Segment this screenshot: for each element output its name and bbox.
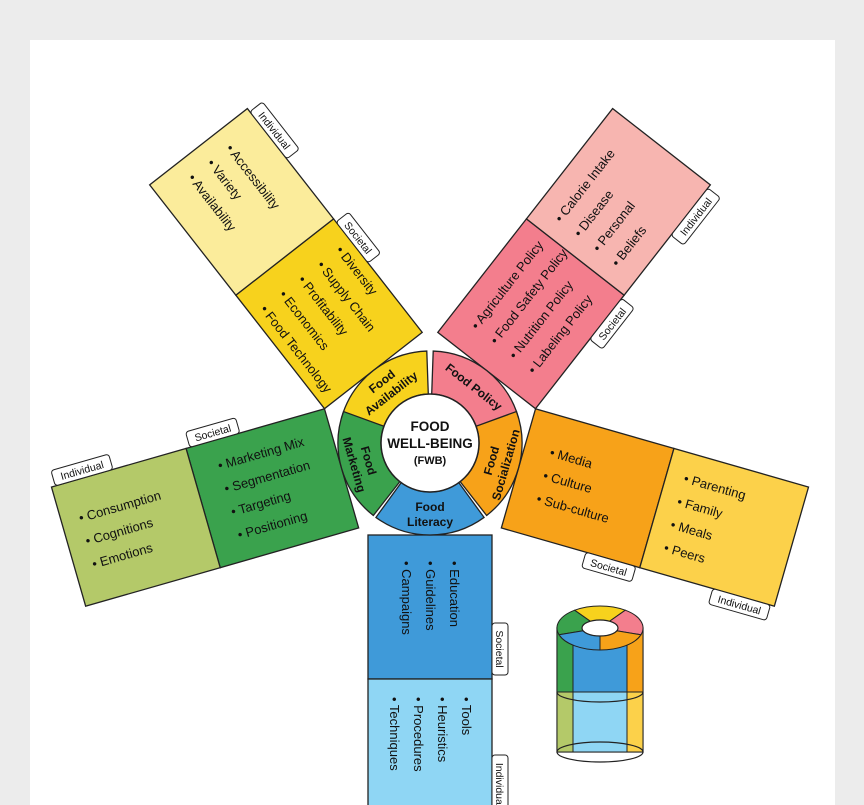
literacy-individual-tag: Individual: [491, 754, 509, 805]
petal-marketing: • Marketing Mix• Segmentation• Targeting…: [50, 407, 360, 608]
literacy-individual-item: • Tools: [459, 697, 474, 736]
petals-layer: • Diversity• Supply Chain• Profitability…: [50, 102, 810, 805]
petal-literacy: • Education • Guidelines • CampaignsSociet…: [367, 534, 509, 805]
policy-individual-panel: [525, 107, 712, 297]
literacy-societal-item: • Guidelines: [423, 561, 438, 631]
literacy-individual-tag-label: Individual: [493, 763, 505, 805]
marketing-individual-tag: Individual: [51, 454, 113, 486]
food-well-being-diagram: • Diversity• Supply Chain• Profitability…: [50, 102, 810, 805]
literacy-societal-tag: Societal: [491, 622, 509, 676]
diagram-canvas: • Diversity• Supply Chain• Profitability…: [30, 40, 835, 805]
literacy-societal-tag-label: Societal: [493, 630, 505, 667]
literacy-individual-item: • Procedures: [411, 697, 426, 772]
literacy-individual-panel: [367, 678, 493, 805]
socialization-individual-panel: [638, 447, 810, 608]
marketing-individual-panel: [50, 447, 222, 608]
literacy-individual-item: • Heuristics: [435, 697, 450, 763]
center-title-line3: (FWB): [414, 455, 447, 467]
literacy-societal-item: • Campaigns: [399, 561, 414, 635]
literacy-hub-label-line2: Literacy: [407, 515, 453, 529]
literacy-hub-label-line1: Food: [415, 500, 444, 514]
availability-individual-panel: [148, 107, 335, 297]
center-title-line1: FOOD: [411, 419, 450, 434]
literacy-individual-items: • Tools • Heuristics • Procedures • Techniq…: [387, 697, 474, 772]
cylinder-icon: [556, 605, 644, 763]
literacy-individual-item: • Techniques: [387, 697, 402, 771]
petal-policy: • Agriculture Policy• Food Safety Policy…: [436, 107, 720, 410]
literacy-societal-items: • Education • Guidelines • Campaigns: [399, 561, 462, 635]
literacy-societal-item: • Education: [447, 561, 462, 627]
center-title-line2: WELL-BEING: [387, 436, 473, 451]
center-circle: FOOD WELL-BEING (FWB): [380, 393, 480, 493]
